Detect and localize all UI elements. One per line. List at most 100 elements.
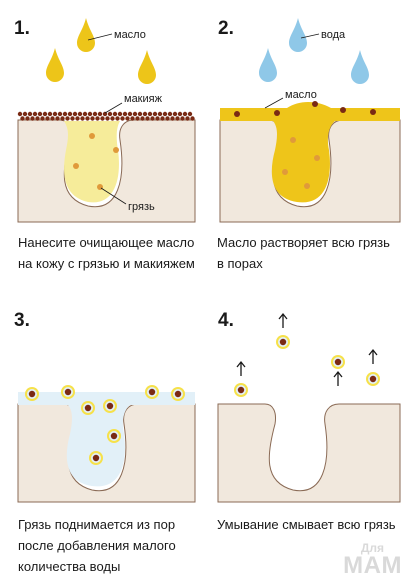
up-arrow-icon: [278, 312, 288, 320]
oil-drop-icon: [138, 50, 156, 84]
dirt-core: [64, 388, 72, 396]
makeup-dot: [30, 116, 35, 121]
oil-in-pore: [64, 121, 120, 203]
watermark-big: МАМ: [343, 552, 402, 579]
makeup-dot: [97, 111, 103, 117]
makeup-dot: [182, 111, 188, 117]
makeup-dot: [150, 116, 155, 121]
makeup-dot: [67, 111, 73, 117]
dirt-particle: [290, 137, 296, 143]
dirt-core: [106, 402, 114, 410]
panel-step-4: 4. Умывание смывает всю грязь: [205, 292, 410, 584]
step-caption: Грязь поднимается из пор после добавлени…: [18, 517, 176, 574]
makeup-dot: [27, 111, 33, 117]
makeup-dot: [172, 111, 178, 117]
makeup-dot: [102, 111, 108, 117]
label-dirt: грязь: [128, 201, 155, 213]
makeup-dot: [110, 116, 115, 121]
makeup-dot: [20, 116, 25, 121]
makeup-dot: [87, 111, 93, 117]
up-arrow-icon: [236, 360, 246, 368]
makeup-dot: [35, 116, 40, 121]
step-2-diagram: вода масло: [219, 18, 401, 223]
makeup-dot: [180, 116, 185, 121]
makeup-dot: [105, 116, 110, 121]
makeup-dot: [42, 111, 48, 117]
dirt-particle: [89, 133, 95, 139]
dirt-particle: [113, 147, 119, 153]
water-drop-icon: [351, 50, 369, 84]
makeup-dot: [32, 111, 38, 117]
label-water: вода: [321, 29, 346, 41]
makeup-dot: [135, 116, 140, 121]
step-4-diagram: [217, 312, 401, 503]
dirt-core: [174, 390, 182, 398]
makeup-dot: [57, 111, 63, 117]
makeup-dot: [152, 111, 158, 117]
dirt-core: [92, 454, 100, 462]
panel-step-3: 3. Грязь поднимается из пор после добавл…: [0, 292, 205, 584]
dirt-particle: [274, 110, 280, 116]
makeup-dot: [107, 111, 113, 117]
step-number: 4.: [218, 310, 234, 331]
makeup-dot: [125, 116, 130, 121]
makeup-dot: [145, 116, 150, 121]
step-number: 2.: [218, 18, 234, 39]
makeup-dot: [190, 116, 195, 121]
dirt-particle: [304, 183, 310, 189]
makeup-dot: [55, 116, 60, 121]
oil-layer: [220, 102, 400, 203]
makeup-dot: [80, 116, 85, 121]
oil-drop-icon: [77, 18, 95, 52]
step-caption: Нанесите очищающее масло на кожу с грязь…: [18, 235, 195, 271]
dirt-core: [84, 404, 92, 412]
makeup-dot: [45, 116, 50, 121]
watermark-small: Для: [360, 541, 384, 555]
makeup-dot: [157, 111, 163, 117]
makeup-dot: [187, 111, 193, 117]
makeup-dot: [137, 111, 143, 117]
makeup-dot: [50, 116, 55, 121]
step-caption: Умывание смывает всю грязь: [217, 517, 396, 532]
oil-drop-icon: [46, 48, 64, 82]
step-1-diagram: масло грязь макияж: [17, 18, 196, 223]
makeup-layer: [17, 111, 195, 121]
dirt-particle: [314, 155, 320, 161]
makeup-dot: [62, 111, 68, 117]
makeup-dot: [167, 111, 173, 117]
makeup-dot: [82, 111, 88, 117]
panel-step-1: 1. масло грязь макияж Нанесите очищающее…: [0, 0, 205, 292]
label-makeup: макияж: [124, 93, 163, 105]
makeup-dot: [90, 116, 95, 121]
dirt-core: [369, 375, 377, 383]
dirt-particle: [340, 107, 346, 113]
dirt-particle: [234, 111, 240, 117]
makeup-dot: [77, 111, 83, 117]
makeup-dot: [120, 116, 125, 121]
water-drop-icon: [259, 48, 277, 82]
makeup-dot: [177, 111, 183, 117]
makeup-dot: [155, 116, 160, 121]
makeup-dot: [147, 111, 153, 117]
makeup-dot: [92, 111, 98, 117]
makeup-dot: [185, 116, 190, 121]
makeup-dot: [142, 111, 148, 117]
makeup-dot: [65, 116, 70, 121]
washed-away-particles: [234, 312, 380, 397]
makeup-dot: [95, 116, 100, 121]
makeup-dot: [132, 111, 138, 117]
up-arrow-icon: [333, 370, 343, 378]
makeup-dot: [162, 111, 168, 117]
step-number: 1.: [14, 18, 30, 39]
makeup-dot: [130, 116, 135, 121]
dirt-core: [28, 390, 36, 398]
dirt-core: [148, 388, 156, 396]
up-arrow-icon: [368, 348, 378, 356]
makeup-dot: [100, 116, 105, 121]
step-3-diagram: [17, 385, 196, 503]
makeup-dot: [117, 111, 123, 117]
makeup-dot: [75, 116, 80, 121]
makeup-dot: [127, 111, 133, 117]
makeup-dot: [165, 116, 170, 121]
makeup-dot: [175, 116, 180, 121]
